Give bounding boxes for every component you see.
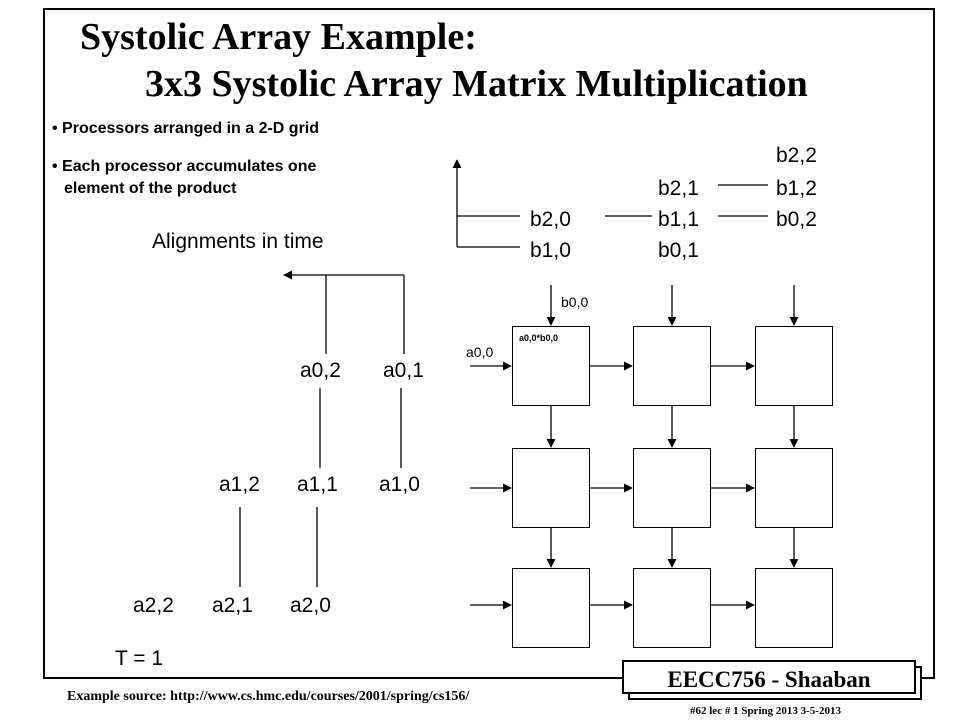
b-label-b11: b1,1 — [658, 208, 699, 231]
slide-frame — [43, 8, 935, 679]
a-label-a12: a1,2 — [219, 473, 260, 496]
b-label-b01: b0,1 — [658, 239, 699, 262]
a-label-a01: a0,1 — [383, 359, 424, 382]
bullet-item-2: • Each processor accumulates one — [52, 158, 317, 175]
bullet-item-2-cont: element of the product — [64, 180, 237, 197]
b-label-b12: b1,2 — [776, 177, 817, 200]
course-badge-text: EECC756 - Shaaban — [667, 667, 871, 692]
b-label-b20: b2,0 — [530, 208, 571, 231]
a-label-a10: a1,0 — [379, 473, 420, 496]
a-label-a02: a0,2 — [300, 359, 341, 382]
a-label-a20: a2,0 — [290, 594, 331, 617]
a-label-a22: a2,2 — [133, 594, 174, 617]
alignments-label: Alignments in time — [152, 230, 324, 253]
processor-cell-1-0 — [512, 448, 590, 528]
processor-cell-1-2 — [755, 448, 833, 528]
cell-0-0-content: a0,0*b0,0 — [519, 333, 559, 343]
b-label-b02: b0,2 — [776, 208, 817, 231]
slide-title-line2: 3x3 Systolic Array Matrix Multiplication — [145, 63, 808, 105]
b-label-b10: b1,0 — [530, 239, 571, 262]
grid-input-a00: a0,0 — [466, 344, 494, 360]
processor-cell-2-0 — [512, 568, 590, 648]
time-step-label: T = 1 — [115, 647, 164, 670]
processor-cell-2-1 — [633, 568, 711, 648]
grid-input-b00: b0,0 — [561, 294, 589, 310]
b-label-b21: b2,1 — [658, 177, 699, 200]
processor-cell-0-1 — [633, 326, 711, 406]
a-label-a11: a1,1 — [297, 473, 338, 496]
a-label-a21: a2,1 — [212, 594, 253, 617]
processor-cell-2-2 — [755, 568, 833, 648]
bullet-text-2: Each processor accumulates one — [62, 158, 317, 175]
bullet-text-1: Processors arranged in a 2-D grid — [62, 120, 320, 137]
b-label-b22: b2,2 — [776, 144, 817, 167]
bullet-item-1: • Processors arranged in a 2-D grid — [52, 120, 320, 137]
processor-cell-0-0: a0,0*b0,0 — [512, 326, 590, 406]
slide-info: #62 lec # 1 Spring 2013 3-5-2013 — [690, 705, 841, 717]
slide-title-line1: Systolic Array Example: — [80, 16, 477, 58]
course-badge: EECC756 - Shaaban — [622, 660, 916, 694]
processor-cell-1-1 — [633, 448, 711, 528]
processor-cell-0-2 — [755, 326, 833, 406]
example-source: Example source: http://www.cs.hmc.edu/co… — [67, 689, 470, 704]
